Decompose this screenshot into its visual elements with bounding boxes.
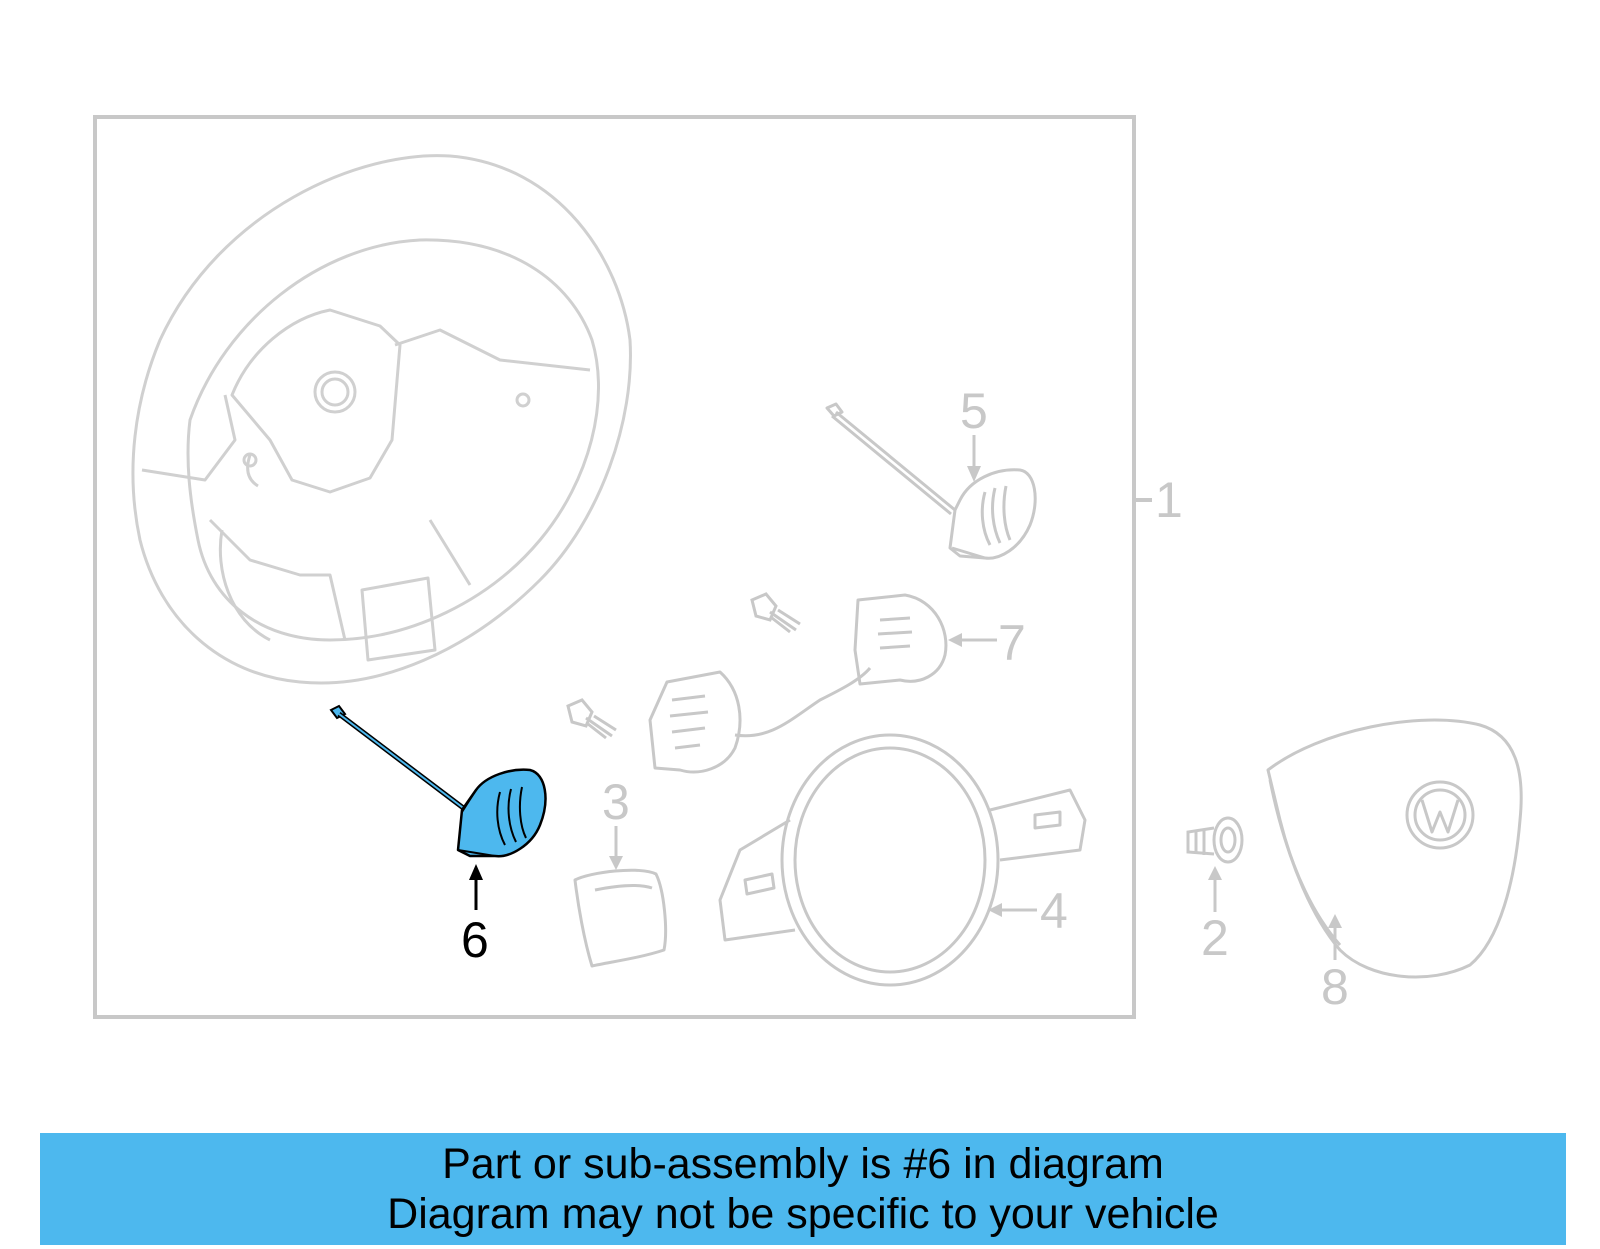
banner-line-part: Part or sub-assembly is #6 in diagram — [442, 1140, 1164, 1188]
callout-7: 7 — [998, 615, 1026, 671]
part-8-airbag — [1266, 718, 1523, 979]
callout-8: 8 — [1321, 959, 1349, 1015]
callout-3-arrowhead — [609, 856, 623, 870]
banner-line-disclaimer: Diagram may not be specific to your vehi… — [387, 1190, 1219, 1238]
assembly-frame — [93, 115, 1136, 1019]
part-3-button — [573, 868, 668, 968]
part-4-trim-cover — [718, 733, 1087, 987]
callout-6-arrowhead — [469, 864, 483, 880]
vw-logo-icon — [1405, 780, 1475, 850]
callout-3: 3 — [602, 774, 630, 830]
part-5-switch — [825, 402, 1037, 560]
info-banner: Part or sub-assembly is #6 in diagram Di… — [40, 1133, 1566, 1245]
screw-lower — [566, 698, 617, 740]
callout-2: 2 — [1201, 910, 1229, 966]
part-6-switch-highlighted — [329, 704, 547, 858]
callout-1: 1 — [1155, 472, 1183, 528]
callout-4-arrowhead — [988, 903, 1002, 917]
parts-diagram: 1 2 3 4 5 6 7 8 — [93, 115, 1523, 1019]
part-7-switch-assembly — [648, 593, 948, 774]
callout-4: 4 — [1040, 883, 1068, 939]
callout-5-arrowhead — [967, 466, 981, 482]
callout-5: 5 — [960, 383, 988, 439]
screw-upper — [750, 592, 801, 634]
part-2-bolt — [1186, 816, 1244, 864]
callout-7-arrowhead — [948, 633, 962, 647]
callout-6: 6 — [461, 912, 489, 968]
steering-wheel — [131, 154, 632, 685]
callout-8-arrowhead — [1328, 914, 1342, 928]
callout-2-arrowhead — [1208, 866, 1222, 880]
